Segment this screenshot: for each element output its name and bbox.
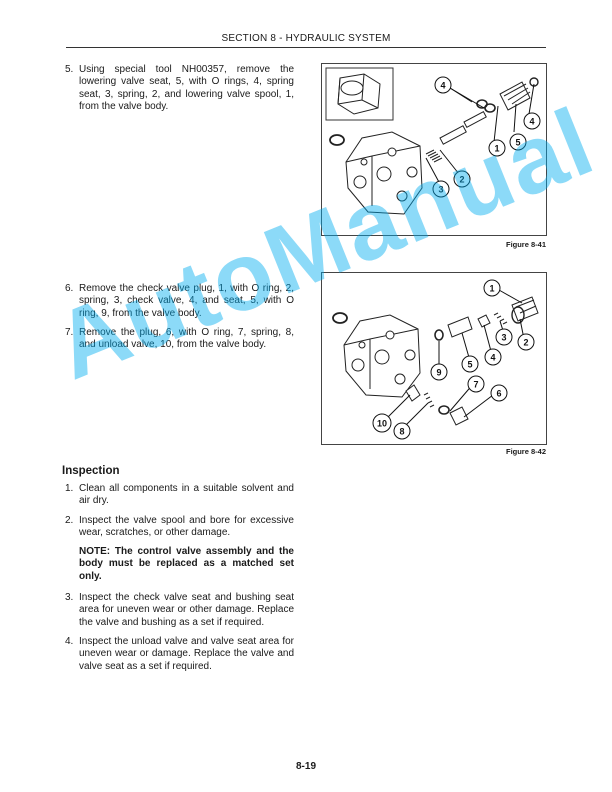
step-text: Clean all components in a suitable solve… bbox=[79, 483, 294, 507]
callout-label: 6 bbox=[496, 389, 501, 399]
step-number: 7. bbox=[65, 326, 74, 338]
callout-label: 4 bbox=[529, 117, 534, 127]
figure-8-41: 4 4 5 1 2 3 bbox=[321, 63, 547, 236]
callout-label: 2 bbox=[459, 175, 464, 185]
callout-label: 7 bbox=[473, 380, 478, 390]
callout-label: 9 bbox=[436, 368, 441, 378]
callout-label: 1 bbox=[489, 284, 494, 294]
callout-label: 4 bbox=[490, 353, 495, 363]
callout-label: 1 bbox=[494, 144, 499, 154]
valve-exploded-illustration: 4 4 5 1 2 3 bbox=[325, 67, 541, 215]
step-text: Remove the plug, 6, with O ring, 7, spri… bbox=[79, 326, 294, 351]
section-header: SECTION 8 - HYDRAULIC SYSTEM bbox=[221, 33, 391, 44]
page-number: 8-19 bbox=[295, 761, 316, 772]
step-list-b: 6. Remove the check valve plug, 1, with … bbox=[62, 283, 294, 358]
callout-label: 8 bbox=[399, 427, 404, 437]
step-item: 3. Inspect the check valve seat and bush… bbox=[62, 592, 294, 629]
figure-caption: Figure 8-41 bbox=[505, 240, 546, 249]
step-number: 4. bbox=[65, 635, 74, 647]
step-number: 6. bbox=[65, 283, 74, 294]
step-text: Remove the check valve plug, 1, with O r… bbox=[79, 283, 294, 319]
step-text: Inspect the unload valve and valve seat … bbox=[79, 635, 294, 672]
step-number: 3. bbox=[65, 592, 74, 604]
callout-label: 10 bbox=[377, 419, 387, 429]
callout-label: 3 bbox=[438, 185, 443, 195]
callout-label: 5 bbox=[467, 360, 472, 370]
callout-label: 3 bbox=[501, 333, 506, 343]
step-item: 5. Using special tool NH00357, remove th… bbox=[62, 64, 294, 113]
inspection-list: 1. Clean all components in a suitable so… bbox=[62, 483, 294, 680]
callout-label: 4 bbox=[440, 81, 445, 91]
figure-8-42: 1 2 3 4 5 9 7 6 10 8 bbox=[321, 272, 547, 445]
callout-label: 2 bbox=[523, 338, 528, 348]
figure-caption: Figure 8-42 bbox=[505, 447, 546, 456]
step-item: 1. Clean all components in a suitable so… bbox=[62, 483, 294, 508]
step-text: Using special tool NH00357, remove the l… bbox=[79, 64, 294, 112]
step-item: 2. Inspect the valve spool and bore for … bbox=[62, 515, 294, 540]
step-number: 2. bbox=[65, 514, 74, 526]
step-item: 7. Remove the plug, 6, with O ring, 7, s… bbox=[62, 327, 294, 352]
step-number: 1. bbox=[65, 483, 74, 494]
step-text: Inspect the valve spool and bore for exc… bbox=[79, 514, 294, 538]
step-item: 4. Inspect the unload valve and valve se… bbox=[62, 636, 294, 673]
step-list-a: 5. Using special tool NH00357, remove th… bbox=[62, 64, 294, 120]
step-item: 6. Remove the check valve plug, 1, with … bbox=[62, 283, 294, 320]
step-number: 5. bbox=[65, 64, 74, 75]
valve-exploded-illustration: 1 2 3 4 5 9 7 6 10 8 bbox=[332, 279, 539, 440]
step-text: Inspect the check valve seat and bushing… bbox=[79, 592, 294, 628]
note-text: NOTE: The control valve assembly and the… bbox=[79, 546, 294, 582]
inspection-heading: Inspection bbox=[62, 465, 120, 477]
header-rule bbox=[66, 47, 546, 48]
callout-label: 5 bbox=[515, 138, 520, 148]
